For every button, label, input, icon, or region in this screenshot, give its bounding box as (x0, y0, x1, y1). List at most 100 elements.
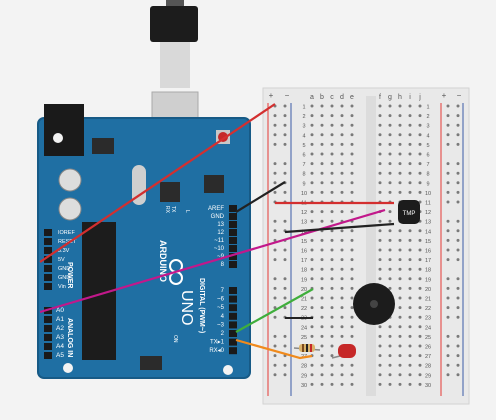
breadboard-hole[interactable] (408, 114, 412, 118)
breadboard-hole[interactable] (408, 286, 412, 290)
breadboard-hole[interactable] (340, 229, 344, 233)
temperature-sensor[interactable]: TMP (398, 200, 420, 224)
breadboard-hole[interactable] (418, 104, 422, 108)
breadboard-hole[interactable] (350, 229, 354, 233)
breadboard-hole[interactable] (378, 238, 382, 242)
breadboard-hole[interactable] (398, 296, 402, 300)
breadboard-hole[interactable] (320, 114, 324, 118)
breadboard-hole[interactable] (398, 267, 402, 271)
breadboard-hole[interactable] (350, 296, 354, 300)
breadboard-hole[interactable] (388, 142, 392, 146)
rail-hole[interactable] (283, 171, 287, 175)
breadboard-hole[interactable] (418, 162, 422, 166)
rail-hole[interactable] (273, 296, 277, 300)
breadboard-hole[interactable] (320, 306, 324, 310)
breadboard-hole[interactable] (310, 142, 314, 146)
breadboard-hole[interactable] (330, 286, 334, 290)
breadboard-hole[interactable] (378, 373, 382, 377)
breadboard-hole[interactable] (310, 152, 314, 156)
rail-hole[interactable] (273, 277, 277, 281)
breadboard-hole[interactable] (330, 114, 334, 118)
breadboard-hole[interactable] (310, 181, 314, 185)
breadboard-hole[interactable] (310, 306, 314, 310)
breadboard-hole[interactable] (398, 277, 402, 281)
rail-hole[interactable] (456, 286, 460, 290)
rail-hole[interactable] (273, 162, 277, 166)
breadboard-hole[interactable] (330, 133, 334, 137)
breadboard-hole[interactable] (378, 258, 382, 262)
breadboard-hole[interactable] (330, 171, 334, 175)
breadboard-hole[interactable] (418, 267, 422, 271)
breadboard-hole[interactable] (398, 142, 402, 146)
breadboard-hole[interactable] (330, 344, 334, 348)
breadboard-hole[interactable] (340, 142, 344, 146)
breadboard-hole[interactable] (418, 229, 422, 233)
breadboard-hole[interactable] (388, 354, 392, 358)
rail-hole[interactable] (446, 162, 450, 166)
breadboard-hole[interactable] (418, 152, 422, 156)
breadboard-hole[interactable] (350, 382, 354, 386)
breadboard-hole[interactable] (330, 248, 334, 252)
piezo-buzzer[interactable] (353, 283, 395, 325)
wire-pin2-orange[interactable] (235, 338, 313, 360)
breadboard-hole[interactable] (418, 181, 422, 185)
breadboard-hole[interactable] (320, 334, 324, 338)
rail-hole[interactable] (273, 238, 277, 242)
rail-hole[interactable] (456, 238, 460, 242)
breadboard-hole[interactable] (350, 315, 354, 319)
rail-hole[interactable] (456, 123, 460, 127)
breadboard-hole[interactable] (350, 238, 354, 242)
breadboard-hole[interactable] (350, 114, 354, 118)
breadboard-hole[interactable] (408, 133, 412, 137)
breadboard-hole[interactable] (330, 123, 334, 127)
rail-hole[interactable] (283, 142, 287, 146)
breadboard-hole[interactable] (408, 373, 412, 377)
breadboard-hole[interactable] (310, 123, 314, 127)
rail-hole[interactable] (456, 171, 460, 175)
breadboard-hole[interactable] (340, 315, 344, 319)
rail-hole[interactable] (446, 219, 450, 223)
rail-hole[interactable] (283, 123, 287, 127)
breadboard-hole[interactable] (378, 277, 382, 281)
wire-gnd-black[interactable] (235, 181, 286, 213)
rail-hole[interactable] (283, 248, 287, 252)
breadboard-hole[interactable] (378, 267, 382, 271)
breadboard-hole[interactable] (398, 354, 402, 358)
digital-pin[interactable] (229, 304, 237, 312)
wire-sensor-gnd[interactable] (284, 222, 395, 234)
breadboard-hole[interactable] (350, 363, 354, 367)
breadboard-hole[interactable] (388, 133, 392, 137)
rail-hole[interactable] (273, 123, 277, 127)
breadboard-hole[interactable] (388, 363, 392, 367)
breadboard-hole[interactable] (340, 296, 344, 300)
rail-hole[interactable] (283, 344, 287, 348)
breadboard-hole[interactable] (378, 142, 382, 146)
breadboard-hole[interactable] (350, 248, 354, 252)
breadboard-hole[interactable] (310, 133, 314, 137)
breadboard-hole[interactable] (378, 248, 382, 252)
breadboard-hole[interactable] (310, 190, 314, 194)
breadboard-hole[interactable] (340, 123, 344, 127)
breadboard-hole[interactable] (310, 334, 314, 338)
breadboard-hole[interactable] (398, 229, 402, 233)
rail-hole[interactable] (456, 114, 460, 118)
breadboard-hole[interactable] (310, 104, 314, 108)
breadboard-hole[interactable] (398, 306, 402, 310)
breadboard-hole[interactable] (398, 363, 402, 367)
breadboard-hole[interactable] (320, 133, 324, 137)
breadboard-hole[interactable] (378, 219, 382, 223)
breadboard-hole[interactable] (418, 258, 422, 262)
breadboard-hole[interactable] (398, 162, 402, 166)
digital-pin[interactable] (229, 221, 237, 228)
breadboard-hole[interactable] (320, 162, 324, 166)
breadboard-hole[interactable] (320, 190, 324, 194)
breadboard-hole[interactable] (418, 238, 422, 242)
breadboard-hole[interactable] (398, 325, 402, 329)
rail-hole[interactable] (446, 248, 450, 252)
power-pin[interactable] (44, 256, 52, 263)
breadboard-hole[interactable] (350, 162, 354, 166)
arduino-board[interactable] (37, 104, 251, 379)
breadboard-hole[interactable] (418, 306, 422, 310)
digital-pin[interactable] (229, 253, 237, 260)
